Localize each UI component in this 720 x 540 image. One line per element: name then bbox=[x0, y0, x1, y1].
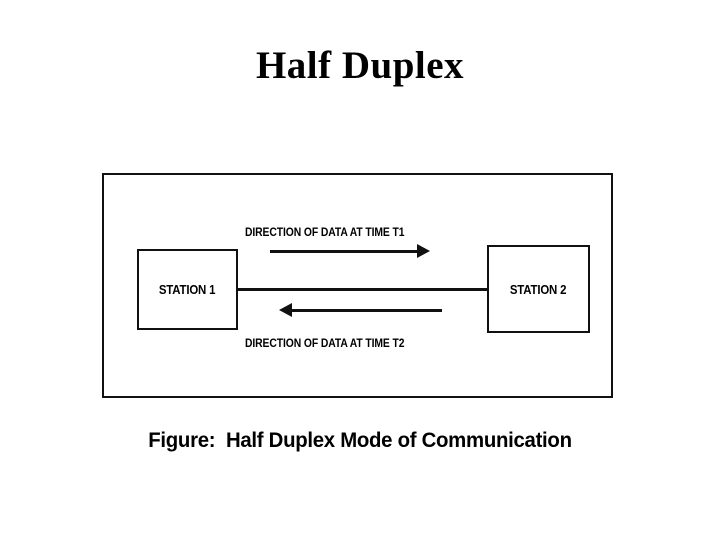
arrow-t1-shaft bbox=[270, 250, 420, 253]
figure-frame: DIRECTION OF DATA AT TIME T1 STATION 1 S… bbox=[102, 173, 613, 398]
station-2-label: STATION 2 bbox=[510, 281, 567, 297]
communication-link-line bbox=[237, 288, 488, 291]
arrow-left-icon bbox=[279, 303, 292, 317]
page-title: Half Duplex bbox=[255, 44, 465, 87]
direction-label-t2: DIRECTION OF DATA AT TIME T2 bbox=[245, 338, 405, 350]
arrow-right-icon bbox=[417, 244, 430, 258]
arrow-t2-shaft bbox=[290, 309, 442, 312]
direction-label-t1: DIRECTION OF DATA AT TIME T1 bbox=[245, 227, 405, 239]
station-1-label: STATION 1 bbox=[159, 282, 216, 297]
station-1-box: STATION 1 bbox=[137, 249, 238, 330]
station-2-box: STATION 2 bbox=[487, 245, 590, 333]
figure-caption: Figure: Half Duplex Mode of Communicatio… bbox=[148, 429, 572, 452]
